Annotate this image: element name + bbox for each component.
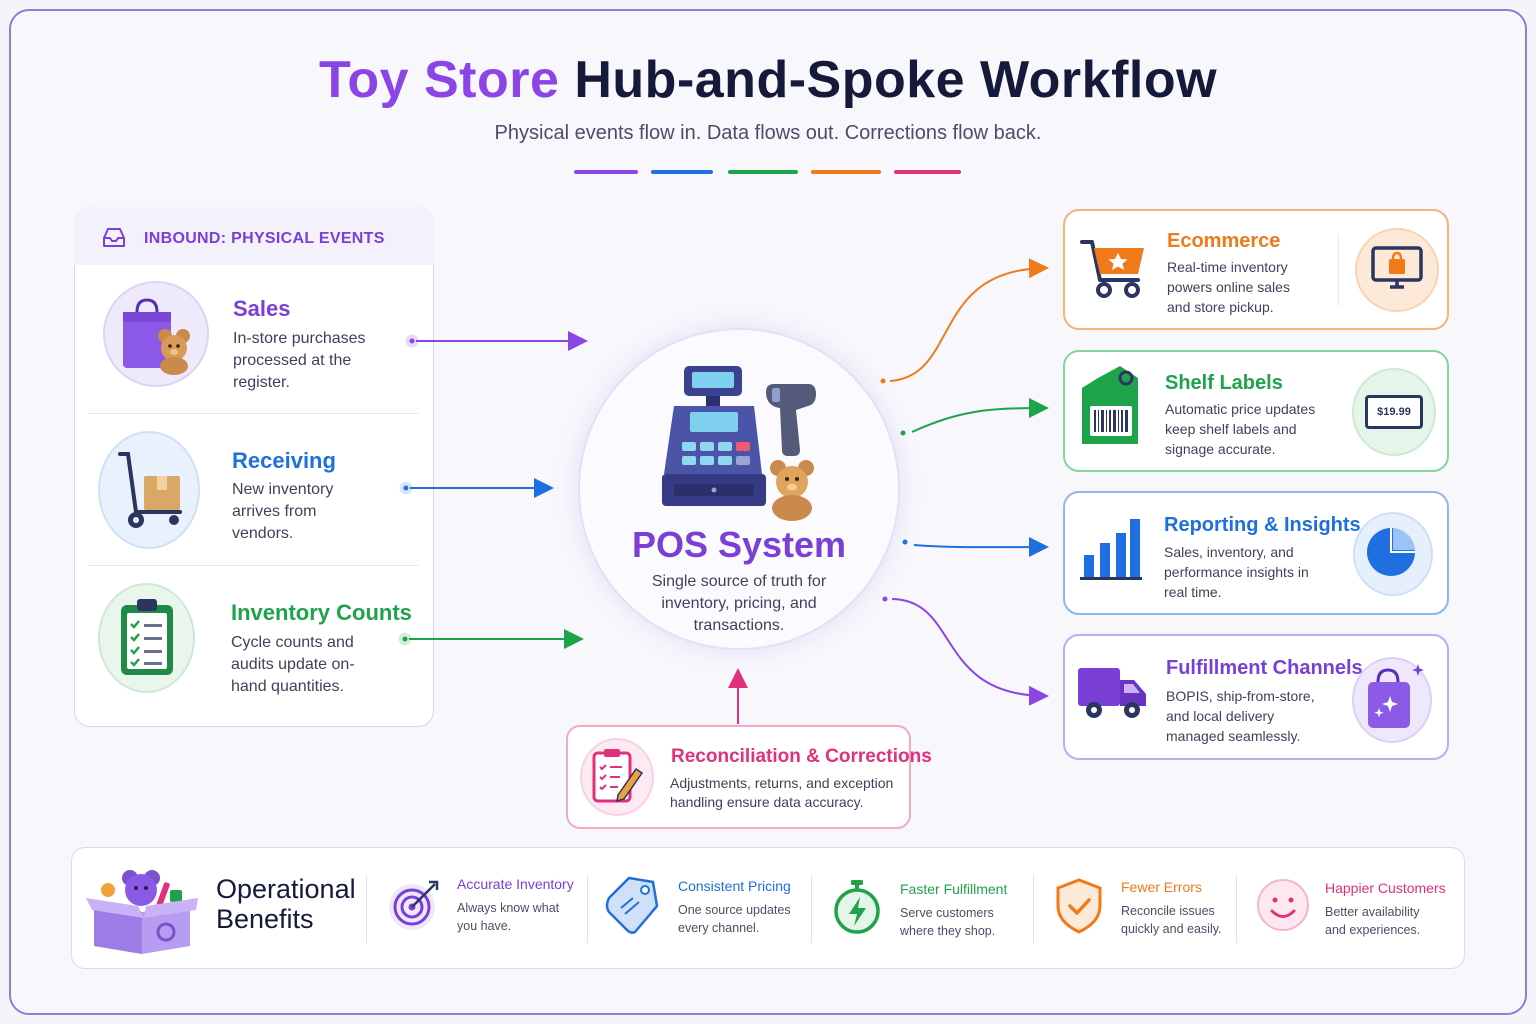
inbound-header (74, 207, 434, 265)
outbound-desc-reporting: Sales, inventory, and performance insigh… (1164, 544, 1309, 600)
outbound-title-fulfillment: Fulfillment Channels (1166, 657, 1363, 679)
divider-green (728, 170, 798, 174)
benefits-heading: Operational Benefits (216, 874, 356, 934)
outbound-separator (1338, 234, 1339, 306)
benefit-title-accurate-inventory: Accurate Inventory (457, 876, 574, 892)
outbound-title-ecommerce: Ecommerce (1167, 230, 1281, 252)
benefits-separator (1033, 875, 1034, 943)
benefit-title-faster-fulfillment: Faster Fulfillment (900, 881, 1008, 897)
toy-box-icon (86, 870, 198, 954)
inbound-heading: INBOUND: PHYSICAL EVENTS (144, 230, 385, 247)
divider-blue (651, 170, 713, 174)
benefits-separator (811, 875, 812, 943)
benefit-desc-consistent-pricing: One source updates every channel. (678, 903, 791, 935)
hand-truck-box-icon (118, 452, 182, 528)
inbox-icon (103, 228, 125, 247)
divider-orange (811, 170, 881, 174)
shopping-cart-icon (1080, 240, 1144, 298)
hub-desc: Single source of truth for inventory, pr… (651, 573, 827, 634)
benefit-title-fewer-errors: Fewer Errors (1121, 879, 1202, 895)
benefits-separator (1236, 875, 1237, 943)
page-subtitle: Physical events flow in. Data flows out.… (494, 122, 1042, 144)
target-icon (389, 880, 439, 930)
outbound-desc-shelf-labels: Automatic price updates keep shelf label… (1165, 401, 1316, 457)
price-tag-icon (605, 876, 659, 934)
delivery-truck-icon (1078, 668, 1146, 718)
outbound-title-reporting: Reporting & Insights (1164, 514, 1361, 536)
sparkle-bag-icon (1368, 664, 1424, 728)
inbound-item-desc-sales: In-store purchases processed at the regi… (233, 330, 366, 391)
clipboard-checklist-icon (121, 599, 173, 675)
benefit-desc-faster-fulfillment: Serve customers where they shop. (900, 906, 996, 938)
inbound-item-desc-inventory-counts: Cycle counts and audits update on-hand q… (231, 634, 355, 695)
benefits-bar (71, 847, 1465, 969)
benefit-desc-fewer-errors: Reconcile issues quickly and easily. (1121, 904, 1222, 936)
outbound-desc-ecommerce: Real-time inventory powers online sales … (1167, 259, 1290, 315)
bar-chart-icon (1080, 519, 1142, 580)
divider-pink (894, 170, 961, 174)
inbound-item-title-inventory-counts: Inventory Counts (231, 600, 412, 625)
reconciliation-title: Reconciliation & Corrections (671, 746, 932, 767)
benefits-separator (587, 875, 588, 943)
price-display-icon (1365, 395, 1423, 429)
inbound-item-title-receiving: Receiving (232, 448, 336, 473)
benefit-desc-happier-customers: Better availability and experiences. (1325, 905, 1421, 937)
outbound-title-shelf-labels: Shelf Labels (1165, 372, 1283, 394)
benefit-title-consistent-pricing: Consistent Pricing (678, 878, 791, 894)
divider-purple (574, 170, 638, 174)
benefit-desc-accurate-inventory: Always know what you have. (457, 901, 560, 933)
hub-title: POS System (631, 524, 847, 565)
benefits-separator (366, 875, 367, 943)
shield-check-icon (1056, 878, 1102, 934)
page-title: Toy Store Hub-and-Spoke Workflow (318, 51, 1218, 109)
inbound-separator (88, 413, 418, 414)
price-display-value: $19.99 (1377, 406, 1411, 418)
reconciliation-desc: Adjustments, returns, and exception hand… (670, 775, 894, 810)
inbound-item-desc-receiving: New inventory arrives from vendors. (232, 481, 334, 542)
shopping-bag-teddy-icon (123, 298, 190, 375)
inbound-separator (88, 565, 418, 566)
stopwatch-bolt-icon (834, 880, 880, 934)
cash-register-scanner-teddy-icon (662, 366, 816, 521)
smiley-icon (1257, 879, 1309, 931)
monitor-bag-icon (1371, 246, 1423, 289)
benefit-title-happier-customers: Happier Customers (1325, 880, 1446, 896)
inbound-item-title-sales: Sales (233, 296, 291, 321)
clipboard-pencil-icon (592, 749, 644, 803)
outbound-desc-fulfillment: BOPIS, ship-from-store, and local delive… (1166, 688, 1315, 744)
pie-chart-icon (1367, 528, 1415, 576)
barcode-tag-icon (1082, 366, 1138, 444)
